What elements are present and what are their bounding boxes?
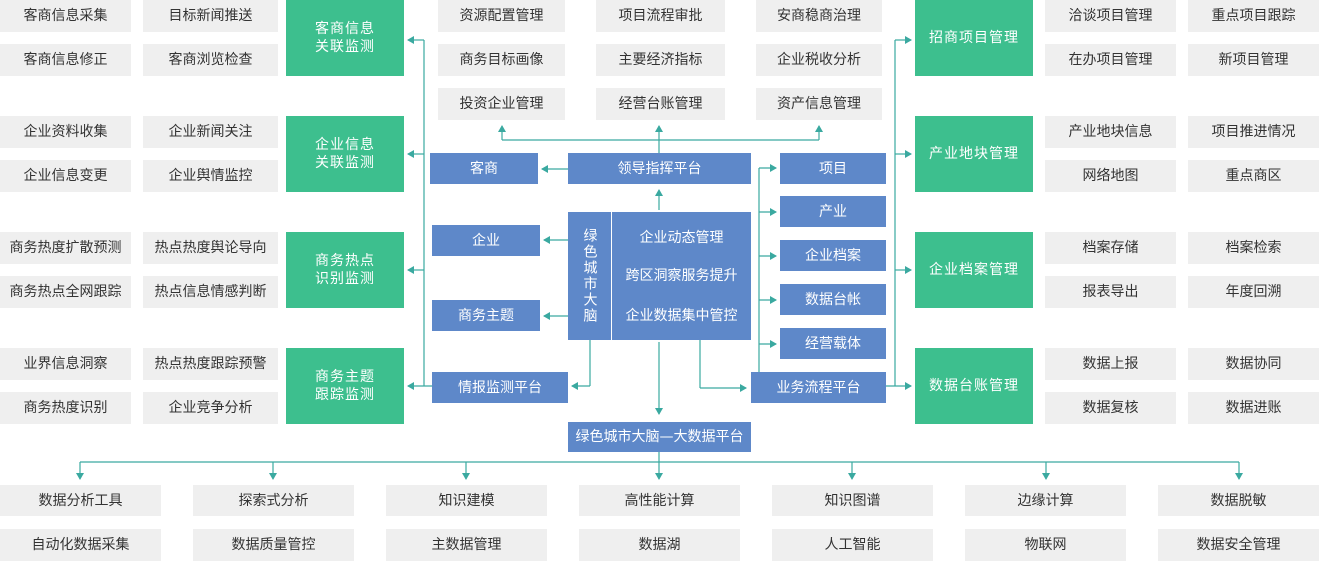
bottom-item-box: 边缘计算 bbox=[965, 485, 1126, 516]
item-box: 洽谈项目管理 bbox=[1045, 0, 1176, 32]
item-box: 网络地图 bbox=[1045, 160, 1176, 192]
item-box: 档案存储 bbox=[1045, 232, 1176, 264]
category-label-line: 关联监测 bbox=[315, 39, 375, 55]
item-box: 客商信息修正 bbox=[0, 44, 131, 76]
category-label-line: 跟踪监测 bbox=[315, 387, 375, 403]
category-label-line: 客商信息 bbox=[315, 21, 375, 37]
item-box: 数据上报 bbox=[1045, 348, 1176, 380]
bottom-item-box: 探索式分析 bbox=[193, 485, 354, 516]
item-box: 热点热度舆论导向 bbox=[143, 232, 278, 264]
item-box: 项目推进情况 bbox=[1188, 116, 1319, 148]
item-box: 投资企业管理 bbox=[438, 88, 565, 120]
item-box: 商务热度识别 bbox=[0, 392, 131, 424]
left-category-box: 客商信息 关联监测 bbox=[286, 0, 404, 76]
leader-platform: 领导指挥平台 bbox=[568, 153, 751, 184]
item-box: 商务热点全网跟踪 bbox=[0, 276, 131, 308]
brain-vertical-label: 绿色城市大脑 bbox=[568, 212, 612, 340]
item-box: 企业信息变更 bbox=[0, 160, 131, 192]
category-label-line: 识别监测 bbox=[315, 271, 375, 287]
item-box: 客商信息采集 bbox=[0, 0, 131, 32]
category-label-line: 商务主题 bbox=[315, 369, 375, 385]
item-box: 重点商区 bbox=[1188, 160, 1319, 192]
item-box: 报表导出 bbox=[1045, 276, 1176, 308]
item-box: 年度回溯 bbox=[1188, 276, 1319, 308]
item-box: 业界信息洞察 bbox=[0, 348, 131, 380]
right-category-box: 数据台账管理 bbox=[915, 348, 1033, 424]
item-box: 客商浏览检查 bbox=[143, 44, 278, 76]
item-box: 商务热度扩散预测 bbox=[0, 232, 131, 264]
bottom-item-box: 知识建模 bbox=[386, 485, 547, 516]
brain-block: 绿色城市大脑 企业动态管理 跨区洞察服务提升 企业数据集中管控 bbox=[568, 212, 751, 340]
intel-platform: 情报监测平台 bbox=[432, 372, 568, 403]
item-box: 在办项目管理 bbox=[1045, 44, 1176, 76]
item-box: 档案检索 bbox=[1188, 232, 1319, 264]
item-box: 项目流程审批 bbox=[596, 0, 725, 32]
right-category-box: 产业地块管理 bbox=[915, 116, 1033, 192]
right-category-box: 企业档案管理 bbox=[915, 232, 1033, 308]
right-blue-box: 数据台帐 bbox=[780, 284, 886, 315]
bottom-item-box: 高性能计算 bbox=[579, 485, 740, 516]
right-blue-box: 企业档案 bbox=[780, 240, 886, 271]
item-box: 经营台账管理 bbox=[596, 88, 725, 120]
right-category-box: 招商项目管理 bbox=[915, 0, 1033, 76]
left-blue-box: 企业 bbox=[432, 225, 540, 256]
bottom-item-box: 数据湖 bbox=[579, 529, 740, 561]
item-box: 安商稳商治理 bbox=[756, 0, 882, 32]
item-box: 目标新闻推送 bbox=[143, 0, 278, 32]
bottom-item-box: 数据分析工具 bbox=[0, 485, 161, 516]
item-box: 数据复核 bbox=[1045, 392, 1176, 424]
business-platform: 业务流程平台 bbox=[751, 372, 886, 403]
bottom-item-box: 数据脱敏 bbox=[1158, 485, 1319, 516]
category-label-line: 企业信息 bbox=[315, 137, 375, 153]
brain-item: 企业数据集中管控 bbox=[625, 308, 738, 324]
category-label-line: 关联监测 bbox=[315, 155, 375, 171]
item-box: 商务目标画像 bbox=[438, 44, 565, 76]
item-box: 资产信息管理 bbox=[756, 88, 882, 120]
left-blue-box: 商务主题 bbox=[432, 300, 540, 331]
bottom-item-box: 主数据管理 bbox=[386, 529, 547, 561]
item-box: 主要经济指标 bbox=[596, 44, 725, 76]
item-box: 数据协同 bbox=[1188, 348, 1319, 380]
left-category-box: 商务热点 识别监测 bbox=[286, 232, 404, 308]
item-box: 热点信息情感判断 bbox=[143, 276, 278, 308]
left-blue-box: 客商 bbox=[430, 153, 538, 184]
item-box: 企业资料收集 bbox=[0, 116, 131, 148]
left-category-box: 商务主题 跟踪监测 bbox=[286, 348, 404, 424]
right-blue-box: 项目 bbox=[780, 153, 886, 184]
item-box: 企业税收分析 bbox=[756, 44, 882, 76]
brain-item: 跨区洞察服务提升 bbox=[625, 268, 738, 284]
right-blue-box: 经营载体 bbox=[780, 328, 886, 359]
left-category-box: 企业信息 关联监测 bbox=[286, 116, 404, 192]
bottom-item-box: 人工智能 bbox=[772, 529, 933, 561]
item-box: 资源配置管理 bbox=[438, 0, 565, 32]
bottom-item-box: 知识图谱 bbox=[772, 485, 933, 516]
category-label-line: 商务热点 bbox=[315, 253, 375, 269]
item-box: 热点热度跟踪预警 bbox=[143, 348, 278, 380]
brain-item: 企业动态管理 bbox=[639, 230, 724, 246]
item-box: 企业舆情监控 bbox=[143, 160, 278, 192]
item-box: 重点项目跟踪 bbox=[1188, 0, 1319, 32]
bottom-item-box: 自动化数据采集 bbox=[0, 529, 161, 561]
item-box: 数据进账 bbox=[1188, 392, 1319, 424]
bottom-item-box: 物联网 bbox=[965, 529, 1126, 561]
bottom-item-box: 数据质量管控 bbox=[193, 529, 354, 561]
bottom-item-box: 数据安全管理 bbox=[1158, 529, 1319, 561]
item-box: 产业地块信息 bbox=[1045, 116, 1176, 148]
right-blue-box: 产业 bbox=[780, 196, 886, 227]
item-box: 企业新闻关注 bbox=[143, 116, 278, 148]
item-box: 新项目管理 bbox=[1188, 44, 1319, 76]
item-box: 企业竞争分析 bbox=[143, 392, 278, 424]
bigdata-platform: 绿色城市大脑—大数据平台 bbox=[568, 422, 751, 452]
